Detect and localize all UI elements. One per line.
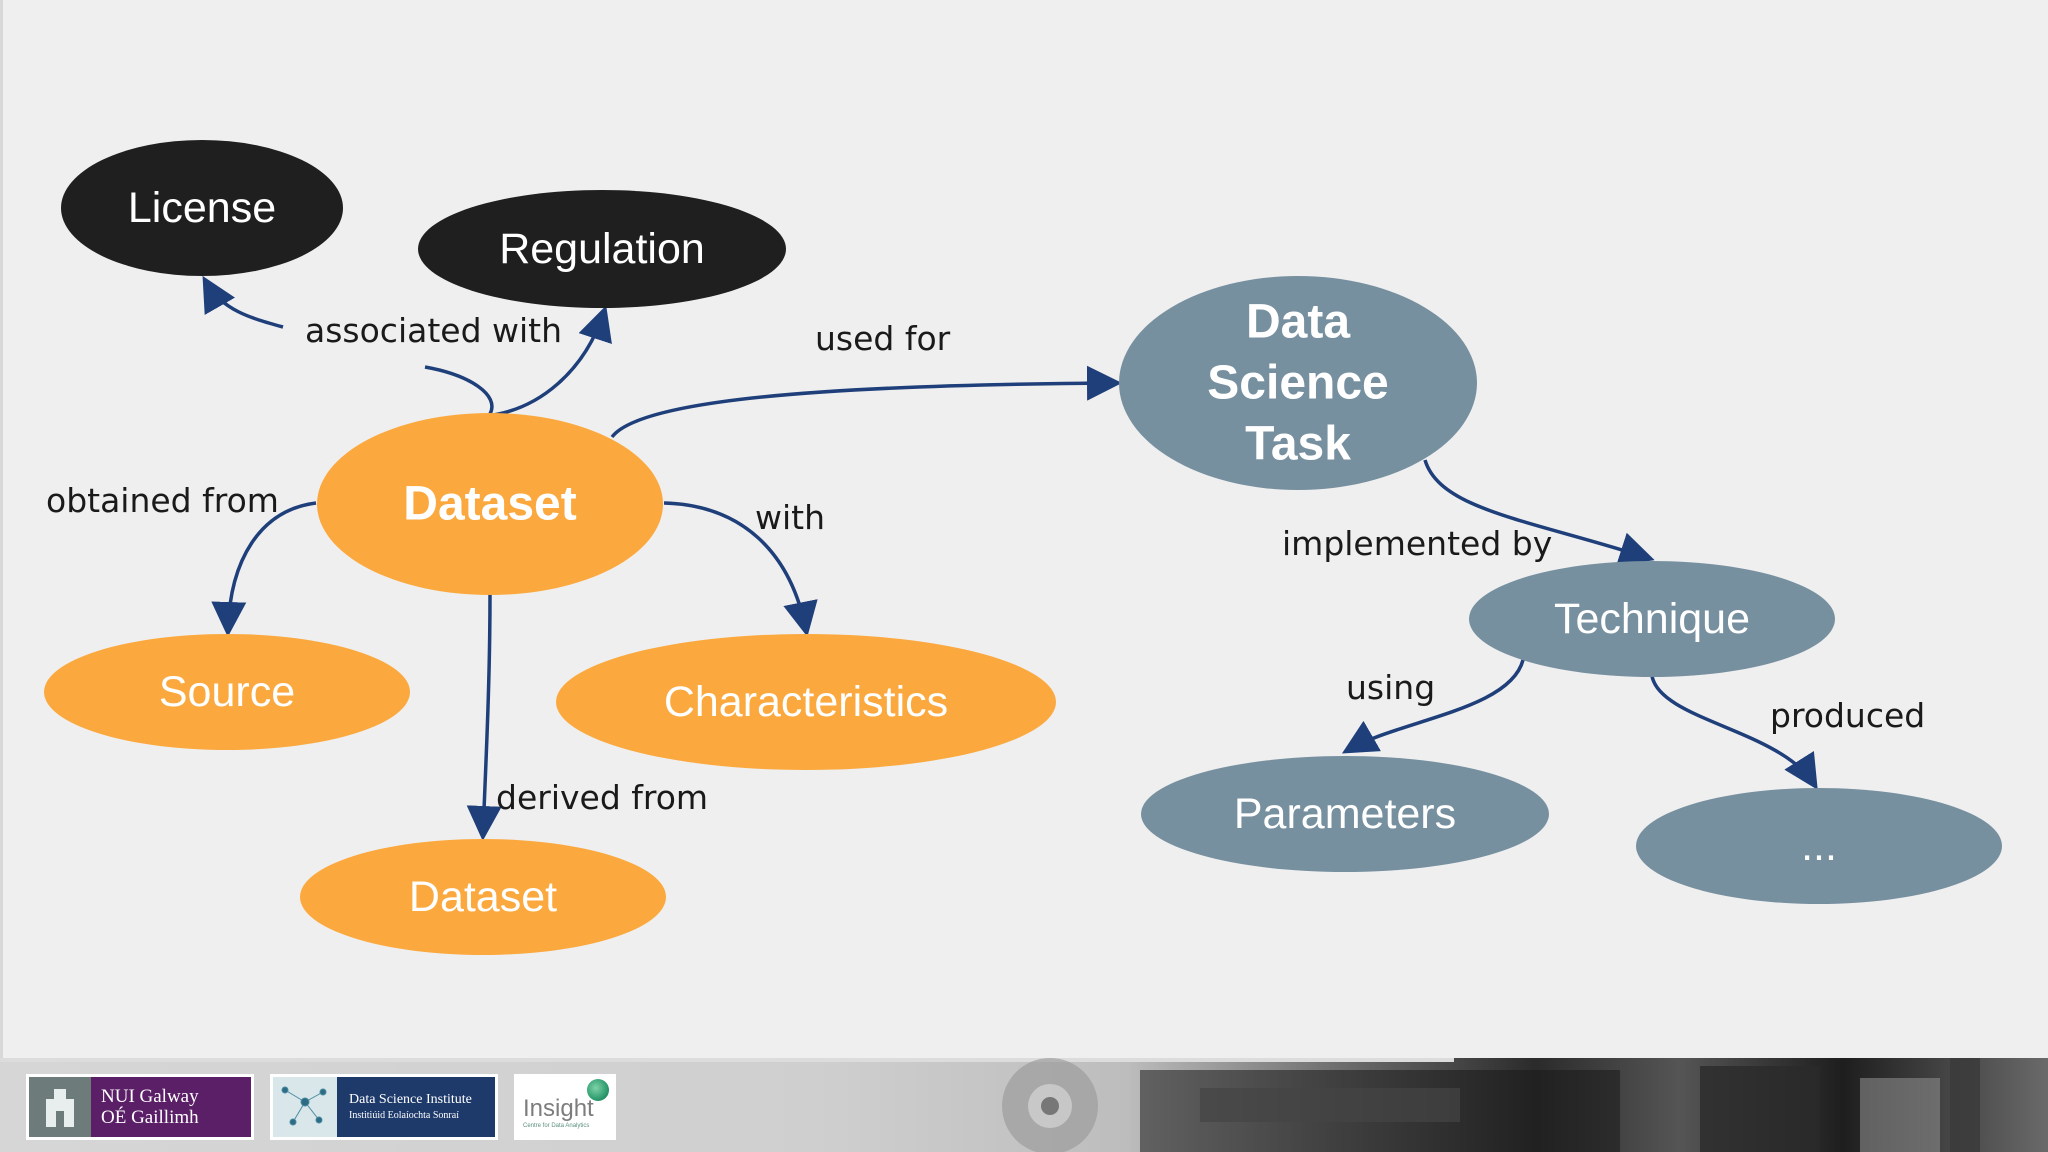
label-implemented-by: implemented by	[1282, 524, 1552, 563]
node-regulation[interactable]: Regulation	[418, 190, 786, 308]
machinery-photo	[1002, 1058, 1980, 1152]
edge-associated-to-license	[202, 275, 284, 329]
node-ellipsis[interactable]: ...	[1636, 788, 2002, 904]
label-with: with	[755, 498, 825, 537]
node-source[interactable]: Source	[44, 634, 410, 750]
node-regulation-label: Regulation	[499, 225, 705, 273]
footer-top-bar	[0, 1058, 1454, 1062]
dsi-logo[interactable]: Data Science Institute Institiúid Eolaío…	[270, 1074, 498, 1140]
nui-line2: OÉ Gaillimh	[101, 1107, 199, 1128]
label-obtained-from: obtained from	[46, 481, 279, 520]
concept-diagram: License Regulation Dataset Source Charac…	[44, 140, 2002, 955]
node-source-label: Source	[159, 668, 295, 716]
node-parameters[interactable]: Parameters	[1141, 756, 1549, 872]
dsi-network-icon	[273, 1077, 337, 1137]
edges	[202, 275, 1818, 841]
node-technique-label: Technique	[1554, 595, 1750, 643]
node-dataset-derived-label: Dataset	[409, 873, 557, 921]
dsi-line1: Data Science Institute	[349, 1092, 472, 1107]
edge-dataset-source	[211, 501, 317, 637]
label-produced: produced	[1770, 696, 1925, 735]
insight-subtitle: Centre for Data Analytics	[523, 1123, 590, 1129]
node-characteristics-label: Characteristics	[664, 678, 948, 726]
node-dst-line3: Task	[1245, 418, 1351, 471]
label-using: using	[1346, 668, 1435, 707]
dsi-line2: Institiúid Eolaíochta Sonraí	[349, 1110, 459, 1121]
node-parameters-label: Parameters	[1234, 790, 1456, 838]
node-dst-line2: Science	[1207, 357, 1388, 410]
node-dst-line1: Data	[1246, 296, 1350, 349]
slide-left-edge	[0, 0, 3, 1058]
edge-dataset-regulation	[485, 305, 612, 418]
node-data-science-task[interactable]: Data Science Task	[1119, 276, 1477, 490]
insight-name: Insight	[523, 1095, 594, 1122]
node-license-label: License	[128, 184, 276, 232]
edge-dataset-license	[424, 365, 494, 415]
footer-banner: NUI Galway OÉ Gaillimh Data Science Inst…	[0, 1058, 2048, 1152]
nui-galway-logo[interactable]: NUI Galway OÉ Gaillimh	[26, 1074, 254, 1140]
node-technique[interactable]: Technique	[1469, 561, 1835, 677]
nui-crest-icon	[29, 1077, 91, 1137]
label-derived-from: derived from	[496, 778, 708, 817]
nui-line1: NUI Galway	[101, 1086, 199, 1107]
edge-technique-parameters	[1341, 659, 1525, 754]
edge-technique-ellipsis	[1650, 675, 1818, 790]
node-dataset-derived[interactable]: Dataset	[300, 839, 666, 955]
edge-dataset-dst	[610, 365, 1122, 439]
insight-globe-icon	[587, 1079, 609, 1101]
edge-dataset-characteristics	[663, 501, 818, 637]
label-associated-with: associated with	[305, 311, 562, 350]
node-dataset-main-label: Dataset	[403, 478, 576, 531]
edge-dst-technique	[1423, 459, 1655, 567]
node-dataset-main[interactable]: Dataset	[317, 413, 663, 595]
insight-logo[interactable]: Insight Centre for Data Analytics	[514, 1074, 616, 1140]
edge-dataset-derived	[466, 593, 502, 841]
label-used-for: used for	[815, 319, 951, 358]
node-license[interactable]: License	[61, 140, 343, 276]
node-characteristics[interactable]: Characteristics	[556, 634, 1056, 770]
node-ellipsis-label: ...	[1801, 822, 1837, 870]
